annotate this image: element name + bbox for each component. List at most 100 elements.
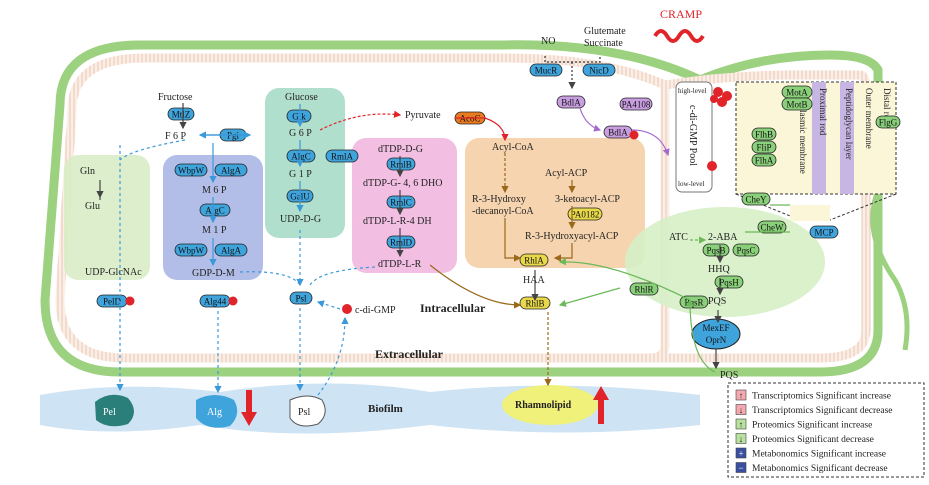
legend-symbol: ↑ bbox=[739, 391, 744, 401]
met-dtdp-d-g: dTDP-D-G bbox=[378, 144, 423, 155]
legend: ↑ Transcriptomics Significant increase ↓ Tr… bbox=[735, 389, 893, 474]
enzyme-alg44: Alg44 bbox=[199, 294, 231, 308]
enzyme-wbpw2: WbpW bbox=[174, 243, 208, 257]
legend-symbol: ↓ bbox=[739, 405, 744, 415]
product-rhamnolipid: Rhamnolipid bbox=[515, 400, 572, 411]
enzyme-label: AlgA bbox=[221, 166, 242, 176]
legend-item: ↑ Transcriptomics Significant increase bbox=[735, 389, 891, 402]
legend-symbol: ↓ bbox=[739, 434, 744, 444]
enzyme-label: RmlC bbox=[390, 198, 412, 208]
met-f6p: F 6 P bbox=[165, 131, 187, 142]
enzyme-label: PqsB bbox=[706, 246, 725, 256]
c-di-gmp-dot bbox=[342, 304, 352, 314]
enzyme-label: RmlD bbox=[390, 238, 413, 248]
outer-membrane bbox=[40, 40, 883, 377]
met-m1p: M 1 P bbox=[202, 225, 227, 236]
enzyme-label: MtlZ bbox=[172, 110, 191, 120]
enzyme-label: MotB bbox=[786, 100, 807, 110]
enzyme-algc1: AlgC bbox=[199, 203, 231, 217]
enzyme-mucr: MucR bbox=[529, 63, 563, 77]
enzyme-mota: MotA bbox=[781, 85, 813, 99]
enzyme-flhb: FlhB bbox=[751, 127, 777, 141]
signal-no: NO bbox=[541, 36, 555, 47]
enzyme-label: RhlA bbox=[524, 256, 544, 266]
met-haa: HAA bbox=[523, 275, 545, 286]
gln-panel bbox=[64, 155, 150, 280]
pqs-panel bbox=[625, 207, 825, 317]
legend-item: ↓Proteomics Significant decrease bbox=[735, 433, 874, 445]
enzyme-label: PA4108 bbox=[622, 100, 651, 110]
enzyme-label: RmlB bbox=[390, 160, 412, 170]
enzyme-chey: CheY bbox=[741, 192, 771, 206]
met-hhq: HHQ bbox=[708, 264, 730, 275]
rhl-panel bbox=[465, 138, 645, 268]
enzyme-label: NicD bbox=[589, 66, 609, 76]
met-gln: Gln bbox=[80, 166, 95, 177]
enzyme-label: MotA bbox=[786, 88, 808, 98]
c-di-gmp-binding-dot bbox=[629, 130, 639, 140]
enzyme-label: BdlA bbox=[561, 98, 581, 108]
enzyme-mcp: MCP bbox=[809, 225, 839, 239]
met-atc: ATC bbox=[669, 232, 688, 243]
pel-blob bbox=[95, 394, 134, 427]
enzyme-psl-in: Psl bbox=[289, 291, 313, 305]
rhamnolipid-blob bbox=[502, 385, 598, 425]
met-2aba: 2-ABA bbox=[708, 232, 738, 243]
enzyme-mexef2: OprN bbox=[706, 335, 727, 345]
legend-item: +Metabonomics Significant increase bbox=[735, 447, 886, 460]
enzyme-alga2: AlgA bbox=[214, 243, 248, 257]
signal-succinate: Succinate bbox=[584, 38, 623, 49]
enzyme-label: FlhA bbox=[755, 156, 774, 166]
legend-label: Metabonomics Significant decrease bbox=[752, 463, 888, 474]
met-acyl-acp: Acyl-ACP bbox=[545, 168, 588, 179]
enzyme-bdla2: BdlA bbox=[603, 125, 633, 139]
legend-label: Transcriptomics Significant increase bbox=[752, 391, 891, 402]
inner-membrane bbox=[55, 53, 670, 363]
enzyme-label: RhlR bbox=[634, 285, 653, 295]
flag-distal: Distal rod bbox=[882, 88, 892, 124]
enzyme-rmld: RmlD bbox=[386, 235, 416, 249]
alg-decrease-arrow bbox=[241, 390, 257, 426]
signal-glutemate: Glutemate bbox=[584, 26, 626, 37]
enzyme-wbpw1: WbpW bbox=[174, 163, 208, 177]
enzyme-label: AlgA bbox=[221, 246, 242, 256]
pool-title: c-di-GMP Pool bbox=[687, 105, 698, 166]
met-dtdp-l-r-4: dTDP-L-R-4 DH bbox=[363, 216, 432, 227]
enzyme-mtlz: MtlZ bbox=[167, 107, 195, 121]
enzyme-label: CheW bbox=[761, 223, 784, 233]
product-alg: Alg bbox=[207, 407, 222, 418]
pool-high: high-level bbox=[678, 87, 706, 95]
met-r3-hydroxy: R-3-Hydroxy bbox=[472, 194, 526, 205]
label-intracellular: Intracellular bbox=[420, 301, 486, 315]
legend-label: Proteomics Significant increase bbox=[752, 420, 872, 431]
met-pqs: PQS bbox=[708, 296, 726, 307]
met-dtdp-g-46: dTDP-G- 4, 6 DHO bbox=[363, 178, 442, 189]
enzyme-chew: CheW bbox=[757, 220, 787, 234]
psl-blob bbox=[289, 395, 326, 427]
legend-label: Metabonomics Significant increase bbox=[752, 449, 886, 460]
alg-blob bbox=[196, 395, 238, 428]
met-dtdp-l-r: dTDP-L-R bbox=[378, 259, 422, 270]
met-r3-hydroxyacyl: R-3-Hydroxyacyl-ACP bbox=[525, 231, 619, 242]
enzyme-label: MCP bbox=[814, 228, 833, 238]
enzyme-flha: FlhA bbox=[751, 153, 777, 167]
enzyme-label: PqsC bbox=[736, 246, 755, 256]
enzyme-label: PqsH bbox=[719, 278, 739, 288]
met-r3-hydroxy-2: -decanoyl-CoA bbox=[472, 206, 534, 217]
pool-low: low-level bbox=[678, 180, 704, 188]
enzyme-label: WbpW bbox=[178, 246, 204, 256]
enzyme-label: FlhB bbox=[755, 130, 773, 140]
met-fructose: Fructose bbox=[158, 92, 193, 103]
legend-box bbox=[727, 382, 925, 478]
legend-label: Transcriptomics Significant decrease bbox=[752, 405, 893, 416]
met-m6p: M 6 P bbox=[202, 185, 227, 196]
product-pel: Pel bbox=[103, 407, 116, 418]
enzyme-label: RhlB bbox=[525, 299, 544, 309]
enzyme-flgg: FlgG bbox=[875, 115, 901, 129]
signal-c-di-gmp: c-di-GMP bbox=[355, 305, 396, 316]
met-g6p: G 6 P bbox=[289, 128, 312, 139]
met-udp-d-g: UDP-D-G bbox=[280, 214, 321, 225]
